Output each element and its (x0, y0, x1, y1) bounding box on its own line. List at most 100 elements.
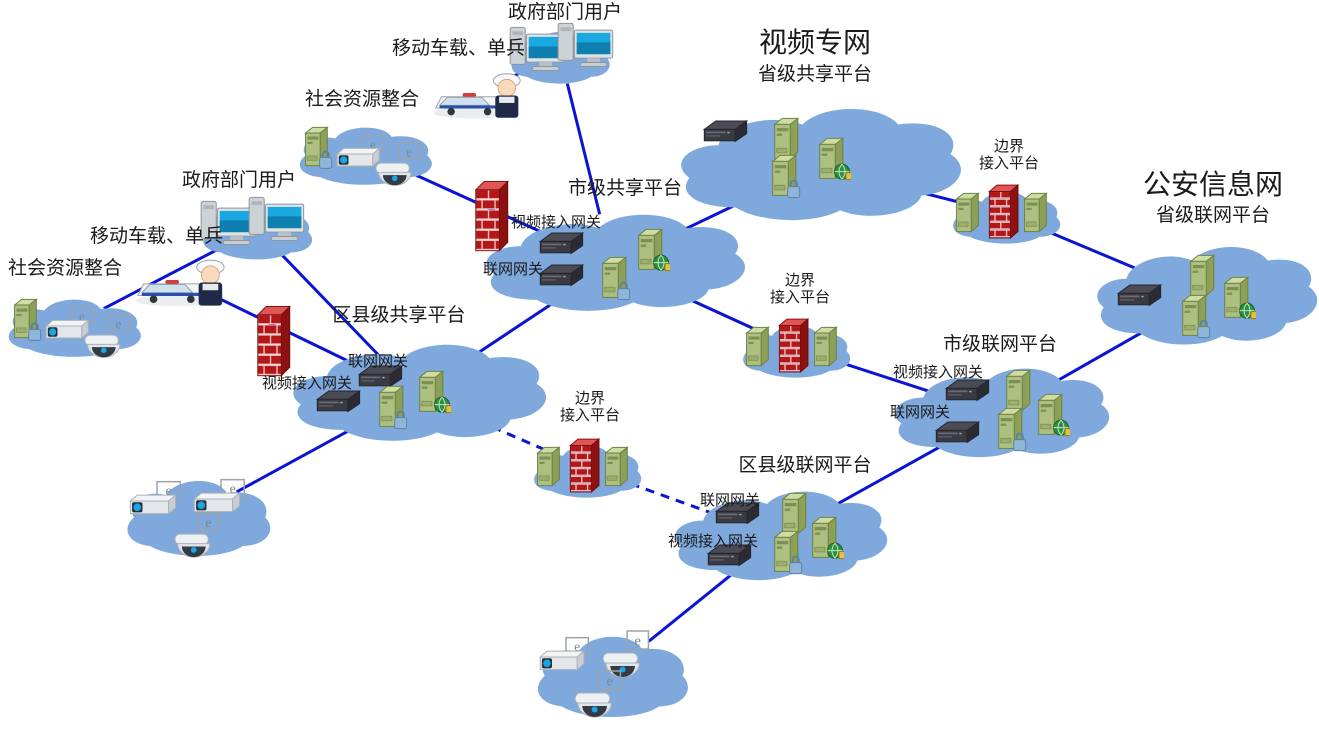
server-web-icon[interactable] (810, 516, 844, 562)
cloud-province-link-platform[interactable] (1090, 232, 1318, 362)
server-web-icon[interactable] (1036, 393, 1070, 439)
gateway-label-city-link-platform-1: 联网网关 (890, 404, 951, 421)
edge-group-mobile-left[interactable] (132, 248, 230, 312)
camera-icon[interactable]: e (538, 636, 594, 678)
border-title-a-border-access-1: 边界 (993, 138, 1025, 155)
server-lock-icon[interactable] (377, 385, 411, 431)
switch-icon[interactable] (702, 118, 748, 148)
border-platform-border-access-1[interactable] (946, 176, 1066, 252)
dome-camera-icon[interactable]: e (570, 670, 626, 720)
pc-icon[interactable] (248, 194, 306, 250)
cloud-title-district-share-platform: 区县级共享平台 (332, 305, 466, 326)
firewall-icon[interactable] (472, 180, 510, 261)
border-platform-border-access-3[interactable] (527, 430, 647, 506)
edge-group-mobile-top[interactable] (430, 62, 526, 124)
camera-icon[interactable]: e (128, 480, 186, 522)
edge-group-social-res-left[interactable]: e e (0, 282, 148, 366)
server-lock-icon[interactable] (770, 154, 804, 200)
camera-icon[interactable]: e (192, 478, 250, 520)
gateway-label-district-link-platform-1: 视频接入网关 (668, 533, 759, 550)
server-lock-icon[interactable] (996, 407, 1030, 453)
svg-text:e: e (406, 144, 412, 159)
police-car-officer-icon[interactable] (132, 248, 230, 312)
pc-icon[interactable] (557, 20, 615, 76)
server-web-icon[interactable] (417, 370, 451, 416)
cloud-title-city-share-platform: 市级共享平台 (567, 178, 683, 199)
server-lock-icon[interactable] (303, 126, 335, 170)
edge-label-mobile-left: 移动车载、单兵 (90, 226, 224, 247)
firewall-icon[interactable] (254, 305, 292, 386)
link-gateway-icon[interactable] (934, 419, 980, 449)
connection-social-res-left-to-gov-users-left (103, 242, 231, 310)
connection-gov-users-left-to-district-share-platform (277, 250, 382, 359)
cloud-district-link-platform[interactable] (668, 478, 888, 596)
pc-icon[interactable] (509, 24, 567, 80)
connection-camera-group-bottom-to-district-link-platform (647, 565, 743, 643)
video-access-gateway-icon[interactable] (315, 388, 361, 418)
server-lock-icon[interactable] (1180, 294, 1214, 340)
dome-camera-icon[interactable]: e (371, 142, 425, 188)
gateway-label-district-share-platform-1: 视频接入网关 (262, 375, 353, 392)
edge-group-camera-group-left[interactable]: e e e (118, 458, 278, 568)
firewall-icon[interactable] (986, 184, 1020, 242)
svg-text:e: e (574, 639, 580, 654)
cloud-city-link-platform[interactable] (888, 355, 1110, 473)
server-web-icon[interactable] (636, 228, 670, 274)
switch-icon[interactable] (1116, 282, 1162, 312)
svg-text:e: e (607, 674, 613, 690)
server-lock-icon[interactable] (772, 530, 806, 576)
video-access-gateway-icon[interactable] (944, 377, 990, 407)
server-icon[interactable] (772, 117, 806, 163)
server-icon[interactable] (603, 446, 635, 490)
link-gateway-icon[interactable] (714, 500, 760, 530)
server-icon[interactable] (812, 326, 844, 370)
firewall-icon[interactable] (776, 318, 810, 376)
border-title-b-border-access-3: 接入平台 (559, 407, 621, 424)
camera-icon[interactable]: e (44, 306, 98, 346)
svg-text:e: e (230, 481, 236, 496)
server-lock-icon[interactable] (600, 256, 634, 302)
camera-icon[interactable]: e (335, 134, 389, 174)
server-icon[interactable] (1188, 254, 1222, 300)
pc-icon[interactable] (200, 198, 258, 254)
zone-title-public-security-info-net: 公安信息网 (1142, 169, 1284, 200)
video-access-gateway-icon[interactable] (706, 542, 752, 572)
connection-city-link-platform-to-province-link-platform (1039, 321, 1160, 392)
border-platform-border-access-2[interactable] (736, 310, 856, 386)
edge-group-gov-users-top[interactable] (505, 16, 615, 92)
edge-label-gov-users-left: 政府部门用户 (182, 170, 297, 191)
border-title-b-border-access-1: 接入平台 (978, 155, 1040, 172)
cloud-title-province-link-platform: 省级联网平台 (1155, 205, 1271, 226)
gateway-label-city-link-platform-0: 视频接入网关 (893, 364, 984, 381)
server-web-icon[interactable] (817, 137, 851, 183)
link-gateway-icon[interactable] (538, 262, 584, 292)
server-icon[interactable] (780, 492, 814, 538)
server-lock-icon[interactable] (12, 298, 44, 342)
police-car-officer-icon[interactable] (430, 62, 526, 124)
cloud-province-share-platform[interactable] (672, 92, 962, 240)
cloud-city-share-platform[interactable] (478, 200, 746, 328)
dome-camera-icon[interactable]: e (598, 630, 654, 680)
cloud-title-city-link-platform: 市级联网平台 (942, 334, 1058, 355)
server-icon[interactable] (744, 326, 776, 370)
border-title-a-border-access-2: 边界 (784, 272, 816, 289)
server-icon[interactable] (535, 446, 567, 490)
cloud-title-province-share-platform: 省级共享平台 (757, 64, 873, 85)
dome-camera-icon[interactable]: e (170, 512, 224, 560)
edge-group-social-res-top[interactable]: e e (291, 110, 439, 194)
dome-camera-icon[interactable]: e (80, 314, 134, 360)
edge-label-gov-users-top: 政府部门用户 (508, 2, 623, 23)
server-icon[interactable] (1022, 192, 1054, 236)
server-web-icon[interactable] (1222, 276, 1256, 322)
gateway-label-city-share-platform-1: 联网网关 (483, 261, 544, 278)
link-gateway-icon[interactable] (357, 363, 403, 393)
server-icon[interactable] (954, 192, 986, 236)
firewall-icon[interactable] (567, 438, 601, 496)
connection-gov-users-top-to-city-share-platform (565, 83, 602, 215)
edge-group-gov-users-left[interactable] (196, 190, 318, 268)
cloud-district-share-platform[interactable] (285, 330, 547, 458)
server-icon[interactable] (1004, 369, 1038, 415)
edge-group-camera-group-bottom[interactable]: e e e (528, 612, 696, 730)
video-access-gateway-icon[interactable] (538, 230, 584, 260)
